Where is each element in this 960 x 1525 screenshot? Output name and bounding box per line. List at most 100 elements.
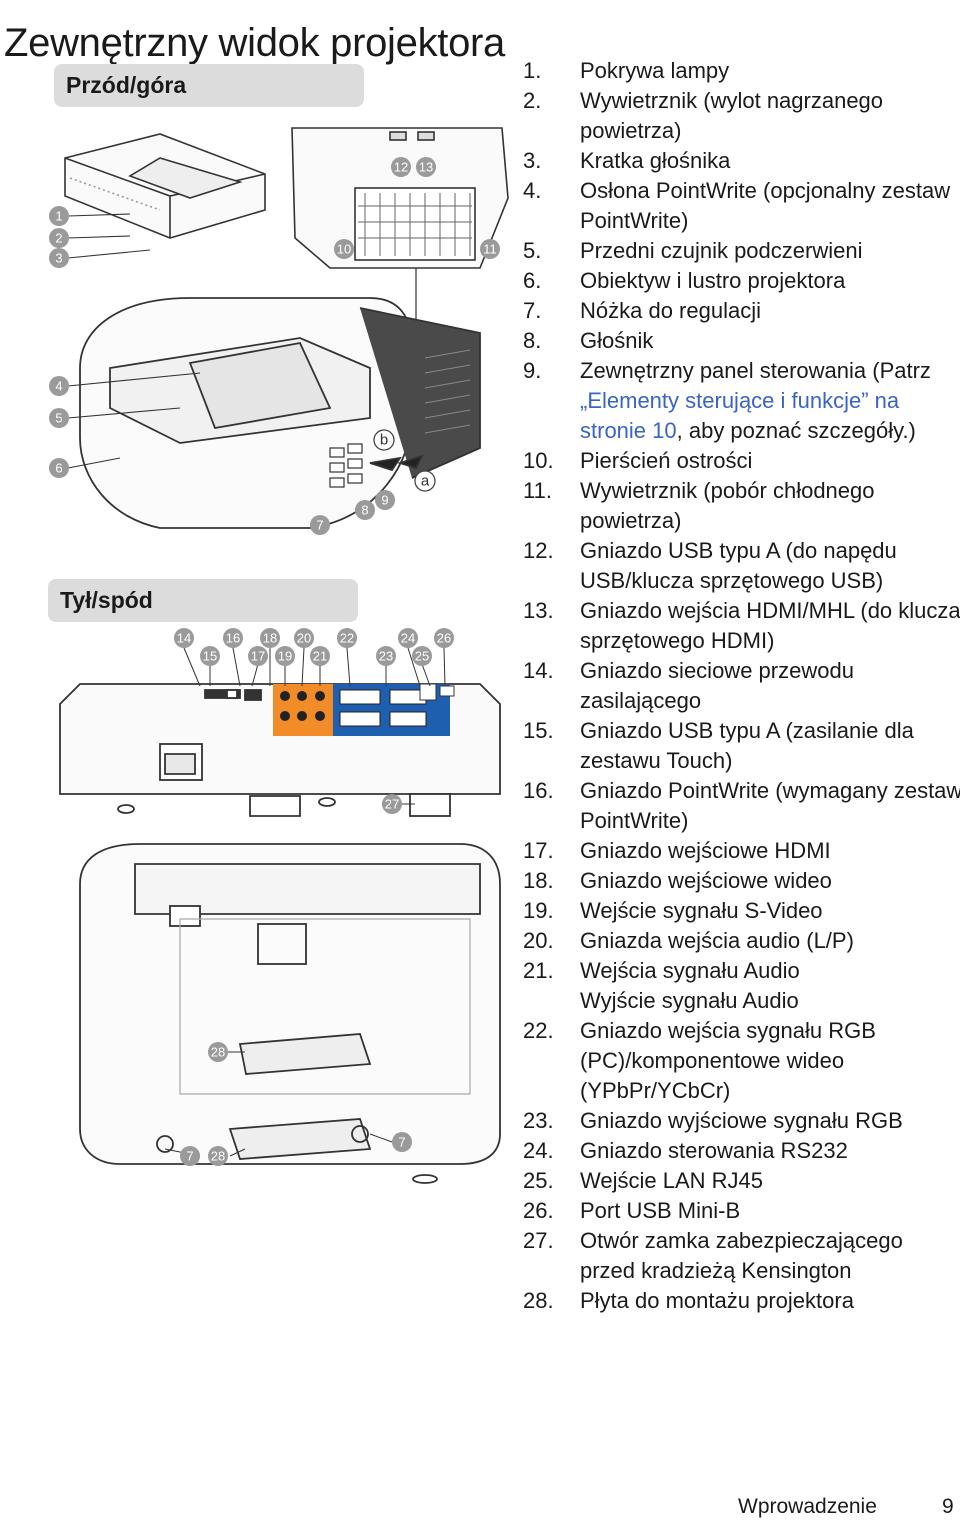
list-item: 27.Otwór zamka zabezpieczającego przed k… bbox=[523, 1226, 960, 1286]
callout-1: 1 bbox=[49, 206, 69, 226]
callout-12-text: 12 bbox=[394, 160, 408, 175]
callout-7-b: 7 bbox=[180, 1146, 200, 1166]
callout-a: a bbox=[414, 470, 436, 492]
item-text: Gniazdo wejściowe wideo bbox=[580, 868, 832, 893]
item-text: Gniazdo wejściowe HDMI bbox=[580, 838, 831, 863]
item-text: Wywietrznik (wylot nagrzanego powietrza) bbox=[580, 88, 884, 143]
callout-2: 2 bbox=[49, 228, 69, 248]
callout-23: 23 bbox=[376, 646, 396, 666]
callout-22-text: 22 bbox=[340, 631, 354, 646]
callout-23-text: 23 bbox=[379, 649, 393, 664]
front-projector-drawing: 1 2 3 4 5 6 7 8 9 10 11 12 13 a b bbox=[49, 127, 509, 535]
item-text: Gniazdo PointWrite (wymagany zestaw Poin… bbox=[580, 778, 960, 833]
item-number: 20. bbox=[523, 928, 554, 953]
callout-18: 18 bbox=[260, 628, 280, 648]
callout-6-text: 6 bbox=[55, 461, 62, 476]
callout-2-text: 2 bbox=[55, 231, 62, 246]
list-item: 11. Wywietrznik (pobór chłodnego powietrz… bbox=[523, 476, 960, 536]
item-number: 26. bbox=[523, 1198, 554, 1223]
callout-16: 16 bbox=[223, 628, 243, 648]
item-text: Gniazdo sterowania RS232 bbox=[580, 1138, 848, 1163]
list-item: 25.Wejście LAN RJ45 bbox=[523, 1166, 960, 1196]
callout-11: 11 bbox=[480, 239, 500, 259]
callout-27-text: 27 bbox=[385, 797, 399, 812]
callout-16-text: 16 bbox=[226, 631, 240, 646]
item-text: Nóżka do regulacji bbox=[580, 298, 761, 323]
list-item: 16.Gniazdo PointWrite (wymagany zestaw P… bbox=[523, 776, 960, 836]
callout-9: 9 bbox=[375, 490, 395, 510]
callout-28-b-text: 28 bbox=[211, 1149, 225, 1164]
item-text-line2: Wyjście sygnału Audio bbox=[580, 988, 799, 1013]
callout-7-b-text: 7 bbox=[186, 1149, 193, 1164]
item-number: 24. bbox=[523, 1138, 554, 1163]
item-text-after: , aby poznać szczegóły.) bbox=[676, 418, 916, 443]
item-text: Płyta do montażu projektora bbox=[580, 1288, 854, 1313]
item-text: Wywietrznik (pobór chłodnego powietrza) bbox=[580, 478, 875, 533]
back-illustration: 14 15 16 17 18 19 20 21 22 23 24 25 26 2… bbox=[40, 624, 520, 1184]
callout-3-text: 3 bbox=[55, 251, 62, 266]
list-item: 17.Gniazdo wejściowe HDMI bbox=[523, 836, 960, 866]
callout-3: 3 bbox=[49, 248, 69, 268]
item-number: 1. bbox=[523, 58, 542, 83]
callout-26: 26 bbox=[434, 628, 454, 648]
item-number: 9. bbox=[523, 358, 542, 383]
callout-21: 21 bbox=[310, 646, 330, 666]
list-item: 19.Wejście sygnału S-Video bbox=[523, 896, 960, 926]
callout-6: 6 bbox=[49, 458, 69, 478]
section-label-back-text: Tył/spód bbox=[60, 587, 153, 613]
callout-28-b: 28 bbox=[208, 1146, 228, 1166]
page-title: Zewnętrzny widok projektora bbox=[4, 20, 506, 65]
callout-10-text: 10 bbox=[337, 242, 351, 257]
list-item: 4.Osłona PointWrite (opcjonalny zestaw P… bbox=[523, 176, 960, 236]
callout-19: 19 bbox=[275, 646, 295, 666]
list-item: 3.Kratka głośnika bbox=[523, 146, 960, 176]
callout-9-text: 9 bbox=[381, 493, 388, 508]
list-item: 18. Gniazdo wejściowe wideo bbox=[523, 866, 960, 896]
front-illustration: 1 2 3 4 5 6 7 8 9 10 11 12 13 a b bbox=[40, 118, 520, 558]
item-number: 12. bbox=[523, 538, 554, 563]
callout-4-text: 4 bbox=[55, 379, 62, 394]
item-number: 7. bbox=[523, 298, 542, 323]
item-number: 27. bbox=[523, 1228, 554, 1253]
controls-page-link[interactable]: „Elementy sterujące i funkcje” na stroni… bbox=[580, 388, 900, 443]
item-text: Port USB Mini-B bbox=[580, 1198, 741, 1223]
callout-28-a-text: 28 bbox=[211, 1045, 225, 1060]
section-label-front: Przód/góra bbox=[54, 64, 364, 107]
item-text: Gniazda wejścia audio (L/P) bbox=[580, 928, 854, 953]
callout-12: 12 bbox=[391, 157, 411, 177]
list-item: 20. Gniazda wejścia audio (L/P) bbox=[523, 926, 960, 956]
callout-25-text: 25 bbox=[415, 649, 429, 664]
item-text: Gniazdo wejścia sygnału RGB (PC)/kompone… bbox=[580, 1018, 876, 1103]
item-number: 21. bbox=[523, 958, 554, 983]
item-text: Przedni czujnik podczerwieni bbox=[580, 238, 863, 263]
back-projector-drawing: 14 15 16 17 18 19 20 21 22 23 24 25 26 2… bbox=[59, 628, 501, 1184]
item-number: 5. bbox=[523, 238, 542, 263]
footer-section: Wprowadzenie bbox=[738, 1495, 877, 1518]
section-label-back: Tył/spód bbox=[48, 579, 358, 622]
item-number: 18. bbox=[523, 868, 554, 893]
item-number: 15. bbox=[523, 718, 554, 743]
item-number: 8. bbox=[523, 328, 542, 353]
item-number: 6. bbox=[523, 268, 542, 293]
item-text: Głośnik bbox=[580, 328, 654, 353]
item-text: Gniazdo USB typu A (do napędu USB/klucza… bbox=[580, 538, 897, 593]
callout-10: 10 bbox=[334, 239, 354, 259]
callout-b: b bbox=[373, 429, 395, 451]
callout-25: 25 bbox=[412, 646, 432, 666]
item-text: Kratka głośnika bbox=[580, 148, 731, 173]
callout-1-text: 1 bbox=[55, 209, 62, 224]
callout-a-text: a bbox=[421, 473, 430, 490]
list-item: 13.Gniazdo wejścia HDMI/MHL (do klucza s… bbox=[523, 596, 960, 656]
callout-7-c: 7 bbox=[392, 1132, 412, 1152]
callout-11-text: 11 bbox=[483, 242, 497, 257]
callout-8: 8 bbox=[355, 500, 375, 520]
callout-7-c-text: 7 bbox=[398, 1135, 405, 1150]
callout-13-text: 13 bbox=[419, 160, 433, 175]
list-item: 14.Gniazdo sieciowe przewodu zasilająceg… bbox=[523, 656, 960, 716]
list-item: 26. Port USB Mini-B bbox=[523, 1196, 960, 1226]
list-item: 12. Gniazdo USB typu A (do napędu USB/klu… bbox=[523, 536, 960, 596]
list-item: 15.Gniazdo USB typu A (zasilanie dla zes… bbox=[523, 716, 960, 776]
item-number: 11. bbox=[523, 478, 552, 503]
